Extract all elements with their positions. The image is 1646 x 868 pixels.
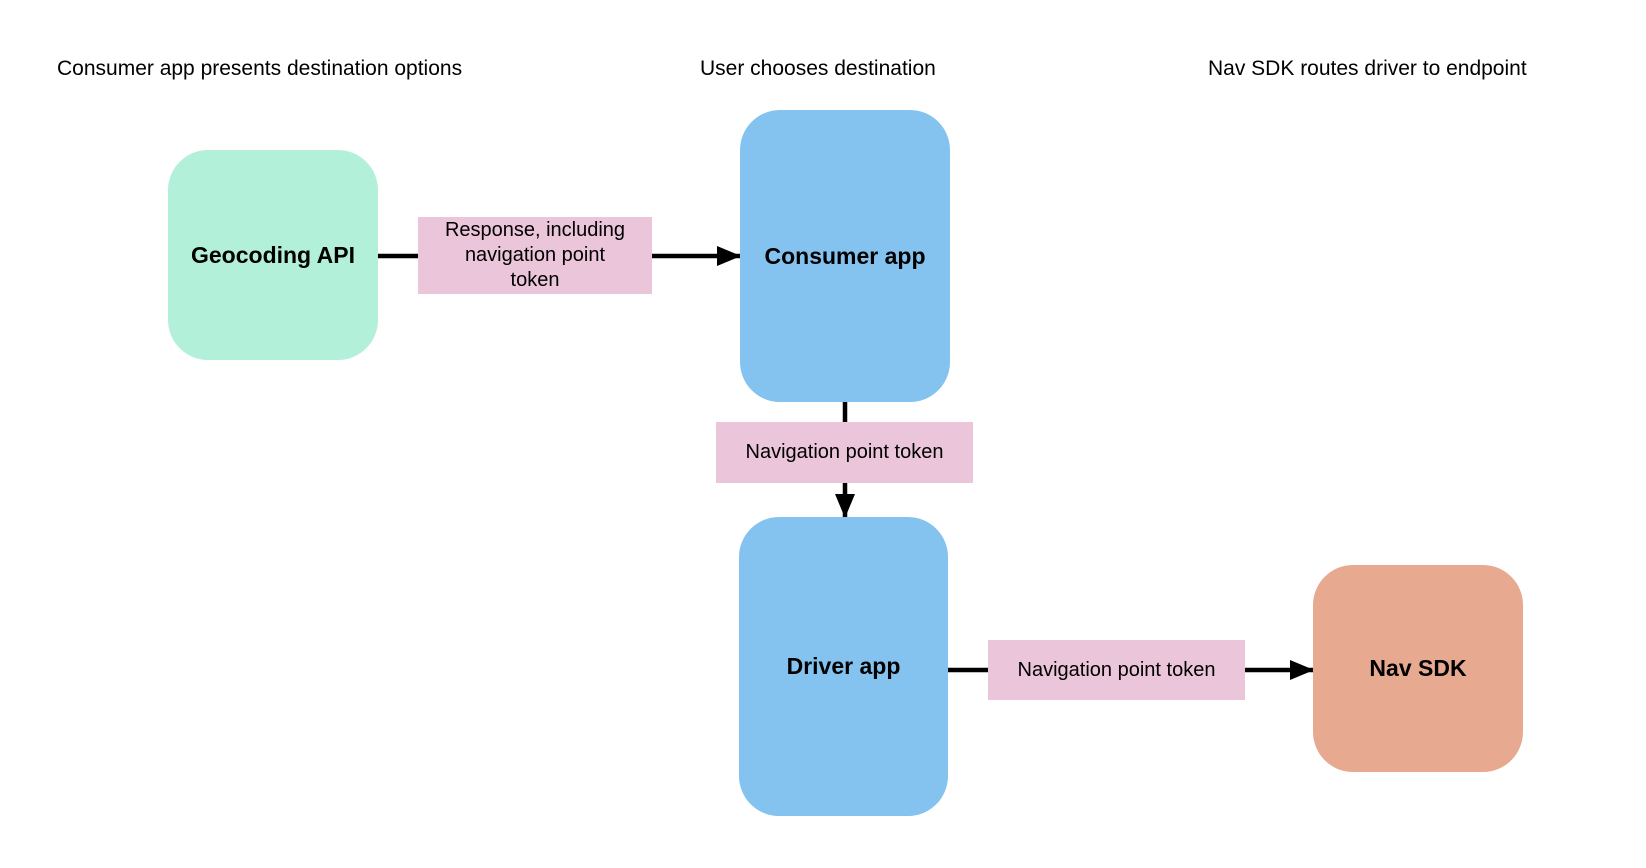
node-geocoding-api: Geocoding API xyxy=(168,150,378,360)
edge-label-response-including-token: Response, including navigation point tok… xyxy=(418,217,652,294)
edge-label-navigation-point-token-right: Navigation point token xyxy=(988,640,1245,700)
edge-label-response-text: Response, including navigation point tok… xyxy=(444,219,626,291)
column-header-consumer-presents: Consumer app presents destination option… xyxy=(57,57,463,80)
node-driver-app: Driver app xyxy=(739,517,948,816)
node-geocoding-api-label: Geocoding API xyxy=(191,241,355,268)
node-nav-sdk-label: Nav SDK xyxy=(1369,655,1467,681)
node-nav-sdk: Nav SDK xyxy=(1313,565,1523,772)
node-driver-app-label: Driver app xyxy=(786,653,901,679)
column-header-navsdk-routes: Nav SDK routes driver to endpoint xyxy=(1208,57,1527,80)
node-consumer-app: Consumer app xyxy=(740,110,950,402)
edge-label-navigation-point-token-mid: Navigation point token xyxy=(716,422,973,483)
edge-label-token-right-text: Navigation point token xyxy=(1017,658,1216,681)
edge-label-token-mid-text: Navigation point token xyxy=(745,441,944,463)
node-consumer-app-label: Consumer app xyxy=(764,242,926,269)
column-header-user-chooses: User chooses destination xyxy=(700,57,936,80)
